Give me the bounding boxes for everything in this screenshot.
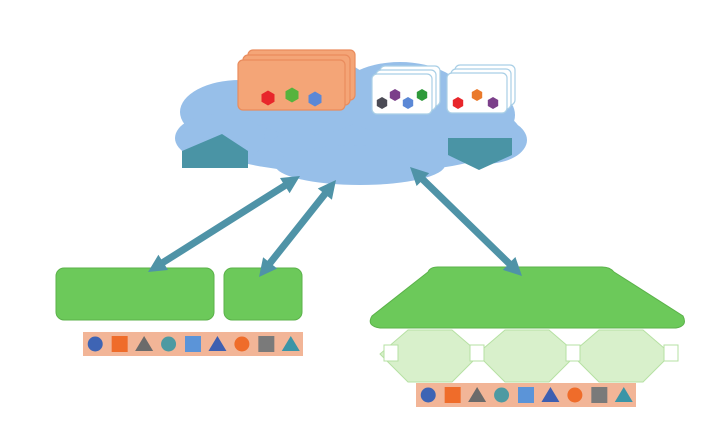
service-card-stack-white <box>371 65 441 115</box>
connector-square <box>565 344 581 362</box>
cloud-lobe <box>275 145 445 185</box>
pale-hexagon-layer <box>379 329 679 383</box>
double-arrow-icon <box>148 176 300 272</box>
right-platform <box>369 266 685 329</box>
circle-icon <box>420 387 436 403</box>
hexagon-icon <box>487 97 499 109</box>
left-green-box <box>55 267 215 321</box>
hexagon-icon <box>471 89 483 101</box>
square-icon <box>518 387 534 403</box>
double-arrow-icon <box>410 167 522 276</box>
hexagon-icon <box>389 89 401 101</box>
pentagon-flag-icon <box>182 134 248 168</box>
hexagon-icon <box>416 89 428 101</box>
square-icon <box>111 336 128 352</box>
hexagon-icon <box>308 91 322 107</box>
connector-square <box>383 344 399 362</box>
hexagon-icon <box>452 97 464 109</box>
circle-icon <box>87 336 103 352</box>
connector-square <box>469 344 485 362</box>
square-icon <box>258 336 275 352</box>
triangle-icon <box>281 336 300 351</box>
arrows <box>148 167 522 277</box>
circle-icon <box>234 336 250 352</box>
hexagon-icon <box>261 90 275 106</box>
service-card <box>237 59 346 111</box>
square-icon <box>185 336 201 352</box>
connector-square <box>663 344 679 362</box>
circle-icon <box>567 387 583 403</box>
service-card-stack-white <box>446 64 516 114</box>
triangle-icon <box>614 387 633 402</box>
hexagon-icon <box>285 87 299 103</box>
shape-strip-left <box>83 332 303 356</box>
triangle-icon <box>208 336 227 351</box>
hexagon-icon <box>376 97 388 109</box>
hexagon-icon <box>402 97 414 109</box>
triangle-icon <box>135 336 154 351</box>
triangle-icon <box>468 387 487 402</box>
middle-green-box <box>223 267 303 321</box>
triangle-icon <box>541 387 560 402</box>
double-arrow-icon <box>259 180 336 277</box>
right-green-platform <box>369 266 685 329</box>
service-card-stack-orange <box>237 49 356 111</box>
square-icon <box>444 387 461 403</box>
circle-icon <box>494 387 510 403</box>
square-icon <box>591 387 608 403</box>
pentagon-flag-icon <box>448 138 512 170</box>
circle-icon <box>161 336 177 352</box>
shape-strip-right <box>416 383 636 407</box>
